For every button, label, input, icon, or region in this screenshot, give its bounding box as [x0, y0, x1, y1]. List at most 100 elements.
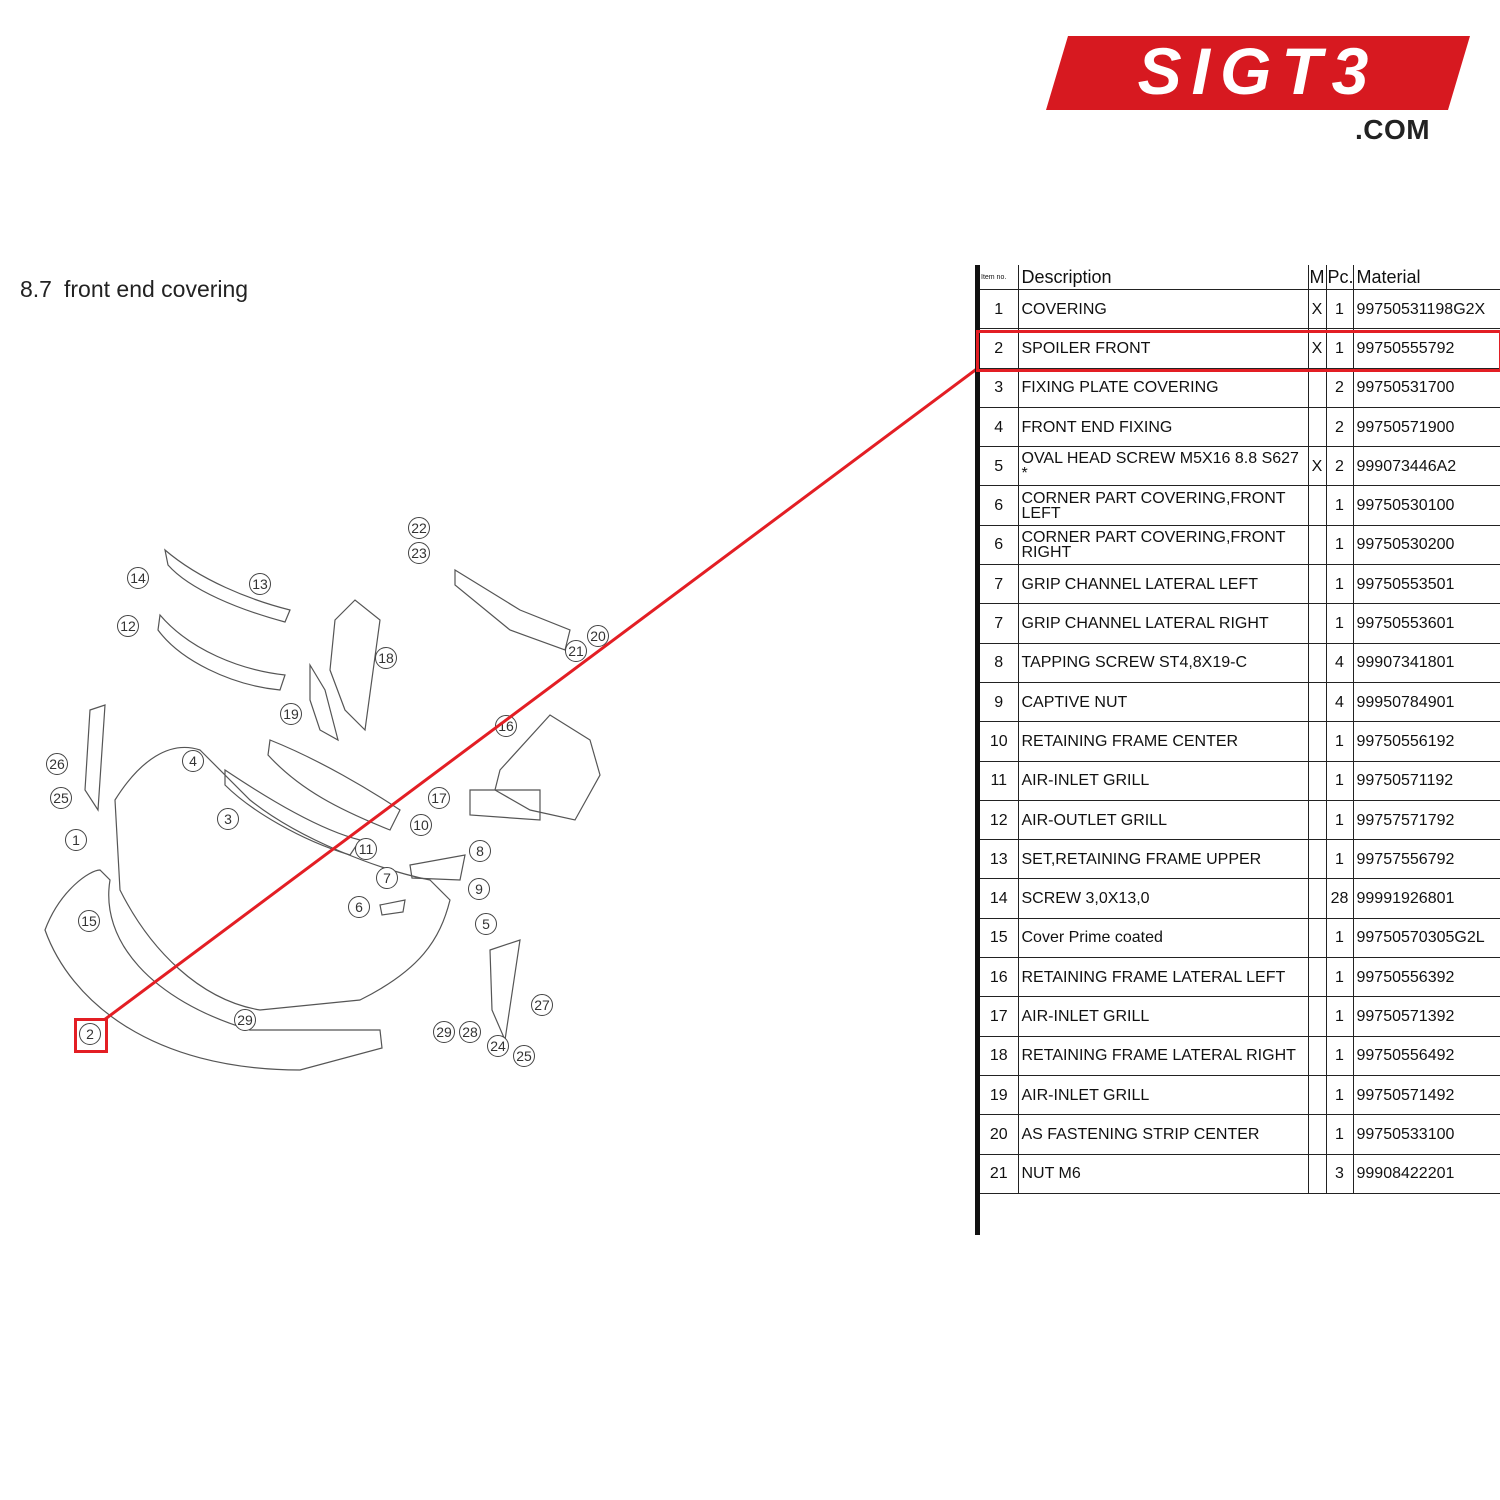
diagram-callout[interactable]: 29: [234, 1009, 256, 1031]
diagram-callout[interactable]: 22: [408, 517, 430, 539]
item-number: 19: [980, 1075, 1019, 1116]
diagram-callout[interactable]: 11: [355, 838, 377, 860]
item-material-number: 99750530200: [1353, 525, 1500, 566]
diagram-callout[interactable]: 26: [46, 753, 68, 775]
item-number: 1: [980, 289, 1019, 330]
item-m-flag: [1308, 839, 1327, 880]
diagram-callout[interactable]: 2: [79, 1023, 101, 1045]
item-description: Cover Prime coated: [1018, 918, 1309, 959]
item-material-number: 99908422201: [1353, 1154, 1500, 1194]
grill-retaining-frame: [164, 548, 291, 623]
item-quantity: 1: [1326, 996, 1354, 1037]
diagram-callout[interactable]: 18: [375, 647, 397, 669]
item-material-number: 99750533100: [1353, 1114, 1500, 1155]
diagram-callout[interactable]: 28: [459, 1021, 481, 1043]
diagram-callout[interactable]: 27: [531, 994, 553, 1016]
diagram-callout[interactable]: 8: [469, 840, 491, 862]
corner-part: [84, 704, 106, 812]
item-number: 7: [980, 603, 1019, 644]
logo-domain: .COM: [1355, 114, 1431, 145]
item-m-flag: X: [1308, 446, 1327, 487]
item-m-flag: X: [1308, 328, 1327, 369]
frame-lateral-right: [329, 599, 381, 732]
corner-part-right: [489, 939, 521, 1043]
diagram-callout[interactable]: 12: [117, 615, 139, 637]
air-outlet-grill: [157, 613, 286, 691]
item-quantity: 1: [1326, 485, 1354, 526]
item-description: GRIP CHANNEL LATERAL LEFT: [1018, 564, 1309, 605]
item-m-flag: [1308, 1114, 1327, 1155]
item-quantity: 1: [1326, 721, 1354, 762]
item-description: AS FASTENING STRIP CENTER: [1018, 1114, 1309, 1155]
item-number: 6: [980, 525, 1019, 566]
diagram-callout[interactable]: 25: [50, 787, 72, 809]
diagram-callout[interactable]: 16: [495, 715, 517, 737]
diagram-callout[interactable]: 7: [376, 867, 398, 889]
diagram-callout[interactable]: 1: [65, 829, 87, 851]
diagram-callout[interactable]: 19: [280, 703, 302, 725]
item-number: 18: [980, 1036, 1019, 1076]
item-description: RETAINING FRAME LATERAL LEFT: [1018, 957, 1309, 998]
item-material-number: 99750531198G2X: [1353, 289, 1500, 330]
item-m-flag: [1308, 918, 1327, 959]
item-description: COVERING: [1018, 289, 1309, 330]
diagram-callout[interactable]: 24: [487, 1035, 509, 1057]
fastening-strip: [454, 568, 571, 651]
diagram-callout[interactable]: 15: [78, 910, 100, 932]
logo-text: SIGT3: [1138, 36, 1379, 108]
item-number: 11: [980, 761, 1019, 801]
item-material-number: 99750571392: [1353, 996, 1500, 1037]
diagram-callout[interactable]: 23: [408, 542, 430, 564]
item-description: OVAL HEAD SCREW M5X16 8.8 S627 *: [1018, 446, 1309, 487]
item-material-number: 99750553501: [1353, 564, 1500, 605]
diagram-callout[interactable]: 21: [565, 640, 587, 662]
item-quantity: 1: [1326, 957, 1354, 998]
diagram-callout[interactable]: 29: [433, 1021, 455, 1043]
diagram-callout[interactable]: 5: [475, 913, 497, 935]
item-quantity: 1: [1326, 839, 1354, 880]
item-m-flag: [1308, 957, 1327, 998]
item-description: SCREW 3,0X13,0: [1018, 878, 1309, 919]
diagram-callout[interactable]: 4: [182, 750, 204, 772]
diagram-callout[interactable]: 10: [410, 814, 432, 836]
item-description: FIXING PLATE COVERING: [1018, 368, 1309, 408]
diagram-callout[interactable]: 25: [513, 1045, 535, 1067]
diagram-callout[interactable]: 17: [428, 787, 450, 809]
diagram-callout[interactable]: 14: [127, 567, 149, 589]
diagram-callout[interactable]: 6: [348, 896, 370, 918]
diagram-callout[interactable]: 3: [217, 808, 239, 830]
diagram-callout[interactable]: 20: [587, 625, 609, 647]
item-number: 12: [980, 800, 1019, 841]
item-m-flag: [1308, 603, 1327, 644]
diagram-callout[interactable]: 9: [468, 878, 490, 900]
item-number: 3: [980, 368, 1019, 408]
item-quantity: 1: [1326, 1075, 1354, 1116]
item-number: 8: [980, 643, 1019, 683]
diagram-callout[interactable]: 13: [249, 573, 271, 595]
